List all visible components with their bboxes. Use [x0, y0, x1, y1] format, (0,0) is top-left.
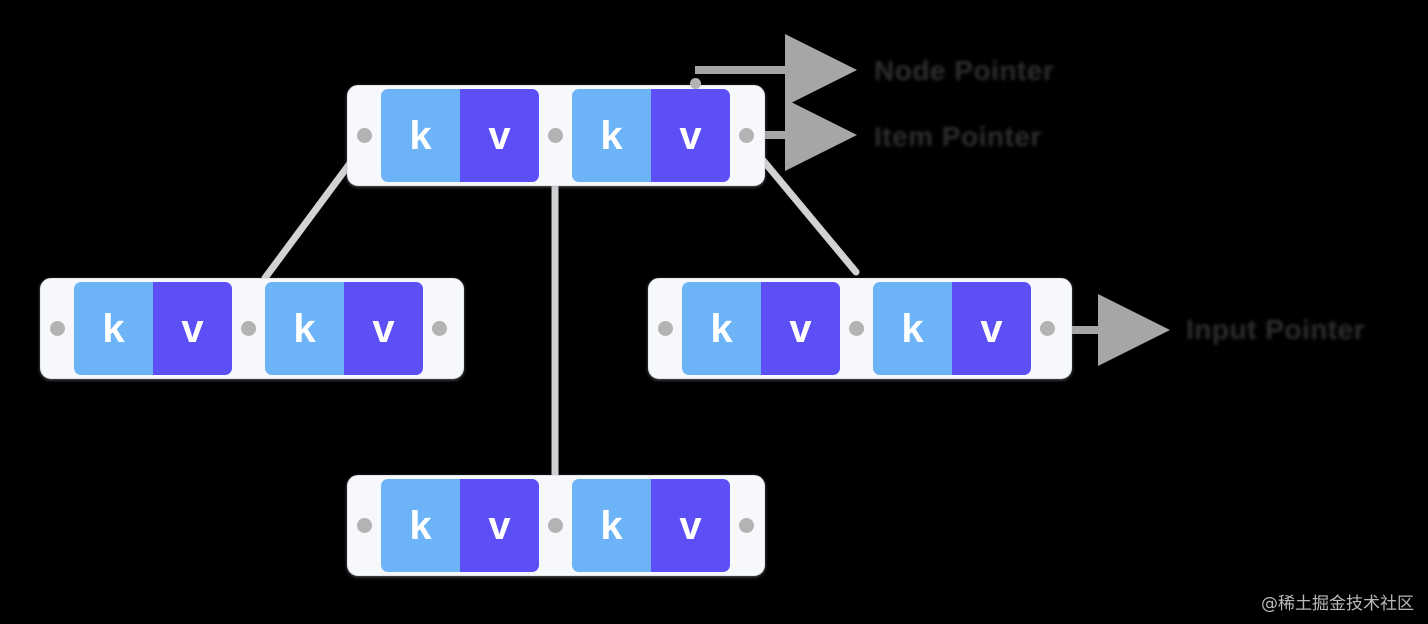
- label-tuple-pointer: Input Pointer: [1186, 314, 1366, 345]
- root-pointer-dot-0[interactable]: [357, 128, 372, 143]
- leaf-node-right[interactable]: k v k v: [648, 278, 1072, 379]
- leaf-bottom-value-cell-0: v: [460, 479, 539, 572]
- watermark: @稀土掘金技术社区: [1261, 594, 1414, 614]
- leaf-left-key-cell-0: k: [74, 282, 153, 375]
- leaf-right-value-cell-1: v: [952, 282, 1031, 375]
- root-pointer-dot-1[interactable]: [548, 128, 563, 143]
- leaf-left-key-cell-1: k: [265, 282, 344, 375]
- leaf-left-entry-0[interactable]: k v: [74, 282, 232, 375]
- leaf-bottom-pointer-dot-1[interactable]: [548, 518, 563, 533]
- root-key-cell-0: k: [381, 89, 460, 182]
- root-entry-1[interactable]: k v: [572, 89, 730, 182]
- root-entry-0[interactable]: k v: [381, 89, 539, 182]
- leaf-right-pointer-dot-0[interactable]: [658, 321, 673, 336]
- leaf-bottom-key-cell-1: k: [572, 479, 651, 572]
- leaf-bottom-value-cell-1: v: [651, 479, 730, 572]
- root-key-cell-1: k: [572, 89, 651, 182]
- leaf-bottom-entry-0[interactable]: k v: [381, 479, 539, 572]
- root-pointer-dot-2[interactable]: [739, 128, 754, 143]
- leaf-bottom-key-cell-0: k: [381, 479, 460, 572]
- leaf-bottom-pointer-dot-2[interactable]: [739, 518, 754, 533]
- label-node-pointer: Node Pointer: [874, 55, 1055, 86]
- root-node-top-anchor-dot: [690, 78, 701, 89]
- leaf-left-pointer-dot-0[interactable]: [50, 321, 65, 336]
- leaf-left-pointer-dot-2[interactable]: [432, 321, 447, 336]
- leaf-right-entry-0[interactable]: k v: [682, 282, 840, 375]
- leaf-right-key-cell-1: k: [873, 282, 952, 375]
- leaf-left-entry-1[interactable]: k v: [265, 282, 423, 375]
- root-value-cell-1: v: [651, 89, 730, 182]
- leaf-right-pointer-dot-1[interactable]: [849, 321, 864, 336]
- leaf-right-value-cell-0: v: [761, 282, 840, 375]
- leaf-left-pointer-dot-1[interactable]: [241, 321, 256, 336]
- root-value-cell-0: v: [460, 89, 539, 182]
- leaf-node-left[interactable]: k v k v: [40, 278, 464, 379]
- label-item-pointer: Item Pointer: [874, 121, 1042, 152]
- leaf-left-value-cell-1: v: [344, 282, 423, 375]
- leaf-bottom-entry-1[interactable]: k v: [572, 479, 730, 572]
- leaf-left-value-cell-0: v: [153, 282, 232, 375]
- leaf-bottom-pointer-dot-0[interactable]: [357, 518, 372, 533]
- root-node[interactable]: k v k v: [347, 85, 765, 186]
- leaf-node-bottom[interactable]: k v k v: [347, 475, 765, 576]
- leaf-right-entry-1[interactable]: k v: [873, 282, 1031, 375]
- leaf-right-pointer-dot-2[interactable]: [1040, 321, 1055, 336]
- leaf-right-key-cell-0: k: [682, 282, 761, 375]
